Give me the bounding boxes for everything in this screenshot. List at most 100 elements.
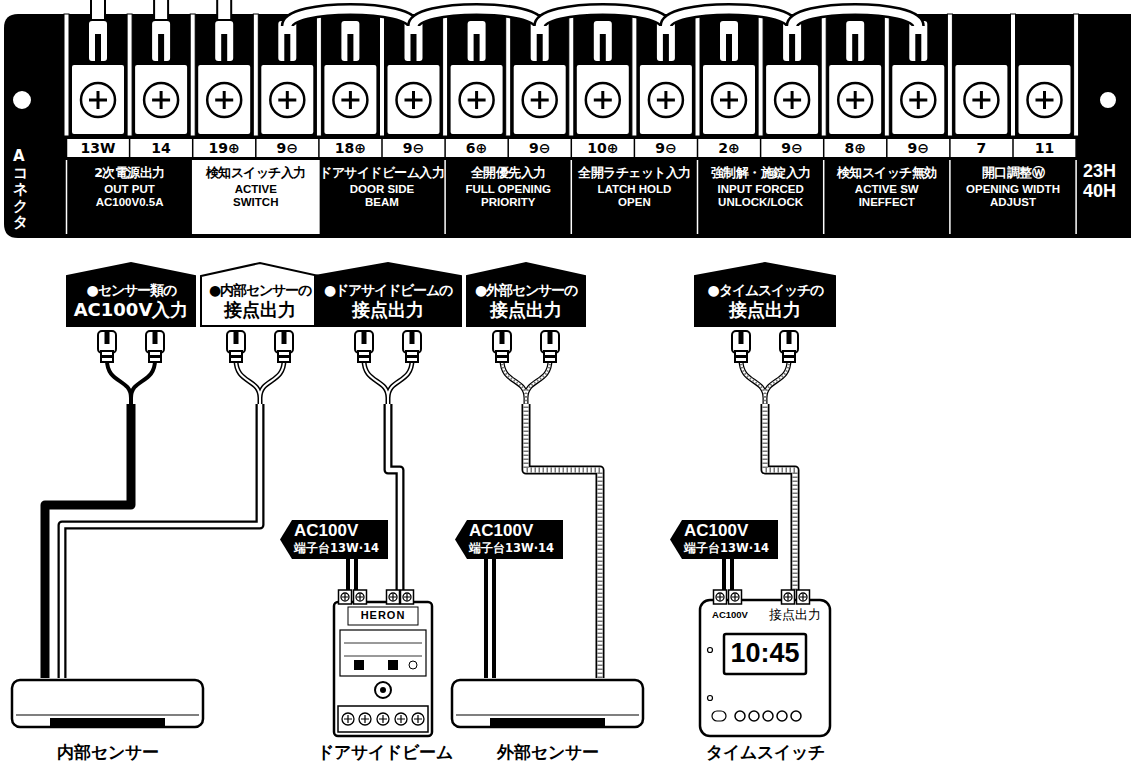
text-slot: ●外部センサーの 接点出力 [470,279,582,320]
push-button [749,711,759,721]
text-slot: 検知スイッチ無効 [824,165,950,181]
text-slot: 11 [1013,139,1076,157]
text-slot: ドアサイドビーム [310,742,460,763]
terminal-number: 11 [1013,139,1076,157]
jumper-wire [666,10,792,27]
lug-band [735,355,747,358]
text-slot: 内部センサー [10,742,205,763]
tag-text: ●ドアサイドビームの 接点出力 [318,279,458,320]
lug-slot [537,34,543,62]
arrow-tag [455,520,563,559]
lug-barrel [496,351,508,362]
screw-slot [732,594,738,600]
terminal-screw [775,83,809,117]
push-button [791,711,801,721]
terminal-ref: 端子台13W·14 [294,541,379,556]
lug-band [149,355,161,358]
screw-slot [361,715,369,723]
strip-screw [377,713,389,725]
mounting-hole [12,90,32,110]
lug-slot [410,330,415,344]
device-terminal [714,590,727,604]
text-slot: 全開優先入力 [445,165,571,181]
screw-slot [800,594,806,600]
terminal-number: 9⊖ [382,139,445,157]
terminal-rib [64,14,69,136]
power-tag: AC100V端子台13W·14 [280,520,388,559]
label-panel [340,630,426,676]
device-screw [403,593,411,601]
screw-slot [89,91,107,109]
device-caption: 内部センサー [10,742,205,763]
lug-band [544,355,556,358]
arrow-tag [280,520,388,559]
crimp-lug [404,20,424,62]
terminal-number: 9⊖ [634,139,697,157]
terminal-group-label: 検知スイッチ無効ACTIVE SW INEFFECT [824,160,950,234]
terminal-number: 13W [67,139,130,157]
screw-slot [215,91,233,109]
power-label: AC100V [684,521,748,541]
screw-slot [342,594,348,600]
terminal-ref: 端子台13W·14 [469,541,554,556]
device-screw [799,593,807,601]
terminal-group-label: 2次電源出力OUT PUT AC100V0.5A [67,160,193,234]
number-divider [255,139,257,157]
jumper-wire [792,10,918,27]
spade-lug [275,331,293,353]
terminal-rib [443,14,448,136]
text-slot: 端子台13W·14 [294,541,379,556]
terminal-group-label: 強制解・施錠入力INPUT FORCED UNLOCK/LOCK [698,160,824,234]
lug-wire [502,360,550,404]
terminal-cell [954,64,1008,135]
spade-lug [493,331,511,353]
terminal-cell [702,64,756,135]
terminal-rib [506,14,511,136]
terminal-cell [513,64,567,135]
terminal-number: 19⊕ [193,139,256,157]
terminal-block-body [4,14,1131,238]
text-slot: HERON [350,608,416,623]
lug-band [406,355,418,358]
text-slot: AC100V [294,521,358,541]
cable-line [486,559,494,678]
text-slot: 全開ラチェット入力 [571,165,697,181]
jumper-wire [540,10,666,27]
lug-wire [502,360,550,404]
terminal-group-label: 開口調整ⓌOPENING WIDTH ADJUST [950,160,1076,234]
text-slot: Aコネクタ [13,148,29,231]
lug-wire [236,360,284,404]
lug-barrel [406,351,418,362]
cable-line [388,404,400,590]
signal-tag: ●内部センサーの 接点出力 [200,262,320,404]
terminal-group-label: 全開ラチェット入力LATCH HOLD OPEN [571,160,697,234]
lug-slot [915,34,921,62]
group-divider [1075,160,1077,234]
screw-slot [152,91,170,109]
group-divider [949,160,951,234]
indicator [409,661,417,669]
terminal-rib [884,14,889,136]
terminal-strip [338,706,428,732]
screw-slot [344,715,352,723]
terminal-group-english: DOOR SIDE BEAM [342,183,422,209]
lug-wire [364,360,412,404]
terminal-number: 9⊖ [256,139,319,157]
crimp-lug [151,20,171,62]
device-terminal [339,590,352,604]
knob-center [380,687,386,693]
lug-wire [741,360,789,404]
lug-band [230,355,242,358]
crimp-lug [845,20,865,62]
crimp-lug [719,20,739,62]
terminal-rib [253,14,258,136]
terminal-rib [695,14,700,136]
cable [388,404,400,590]
cable-line [388,404,400,590]
terminal-cell [828,64,882,135]
text-slot: 23H 40H [1083,162,1129,202]
cable-line [62,404,260,678]
text-slot: OPENING WIDTH ADJUST [958,183,1068,209]
screw-slot [657,91,675,109]
